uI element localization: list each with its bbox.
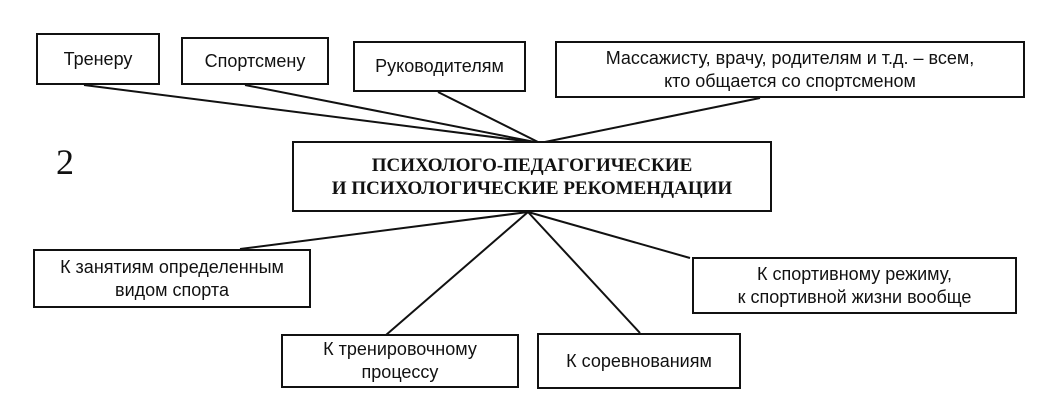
target-trenirovochnomu-line1: К тренировочному: [323, 339, 477, 359]
connector-trenirovochnomu: [385, 211, 529, 336]
target-rezhimu-box: К спортивному режиму, к спортивной жизни…: [692, 257, 1017, 314]
connector-massazhistu: [539, 97, 761, 144]
connector-zanyatiyam: [239, 211, 529, 250]
target-trenirovochnomu-box: К тренировочному процессу: [281, 334, 519, 388]
target-zanyatiyam-line2: видом спорта: [115, 279, 229, 300]
target-trenirovochnomu-line2: процессу: [361, 362, 439, 382]
target-rezhimu-line2: к спортивной жизни вообще: [737, 286, 972, 307]
center-title-line1: ПСИХОЛОГО-ПЕДАГОГИЧЕСКИЕ: [371, 154, 693, 176]
target-sorevnovaniyam-label: К соревнованиям: [566, 350, 712, 371]
center-title-line2: И ПСИХОЛОГИЧЕСКИЕ РЕКОМЕНДАЦИИ: [331, 177, 733, 199]
recipient-massazhistu-box: Массажисту, врачу, родителям и т.д. – вс…: [555, 41, 1025, 98]
connector-trener: [83, 84, 541, 144]
recipient-massazhistu-line2: кто общается со спортсменом: [664, 70, 916, 91]
recipient-trener-label: Тренеру: [63, 48, 133, 69]
recipient-rukovoditelyam-box: Руководителям: [353, 41, 526, 92]
recipient-rukovoditelyam-label: Руководителям: [375, 56, 504, 76]
diagram-number-label: 2: [56, 142, 74, 182]
target-zanyatiyam-line1: К занятиям определенным: [60, 256, 284, 277]
recipient-sportsmen-box: Спортсмену: [181, 37, 329, 85]
connector-rezhimu: [527, 211, 691, 259]
center-recommendations-box: ПСИХОЛОГО-ПЕДАГОГИЧЕСКИЕ И ПСИХОЛОГИЧЕСК…: [292, 141, 772, 212]
target-sorevnovaniyam-box: К соревнованиям: [537, 333, 741, 389]
connector-rukovoditelyam: [437, 91, 541, 144]
recipient-sportsmen-label: Спортсмену: [204, 50, 306, 71]
connector-sportsmen: [244, 84, 541, 144]
connector-sorevnovaniyam: [527, 211, 641, 334]
target-rezhimu-line1: К спортивному режиму,: [757, 263, 952, 284]
recipient-massazhistu-line1: Массажисту, врачу, родителям и т.д. – вс…: [605, 47, 975, 68]
recipient-trener-box: Тренеру: [36, 33, 160, 85]
target-zanyatiyam-box: К занятиям определенным видом спорта: [33, 249, 311, 308]
